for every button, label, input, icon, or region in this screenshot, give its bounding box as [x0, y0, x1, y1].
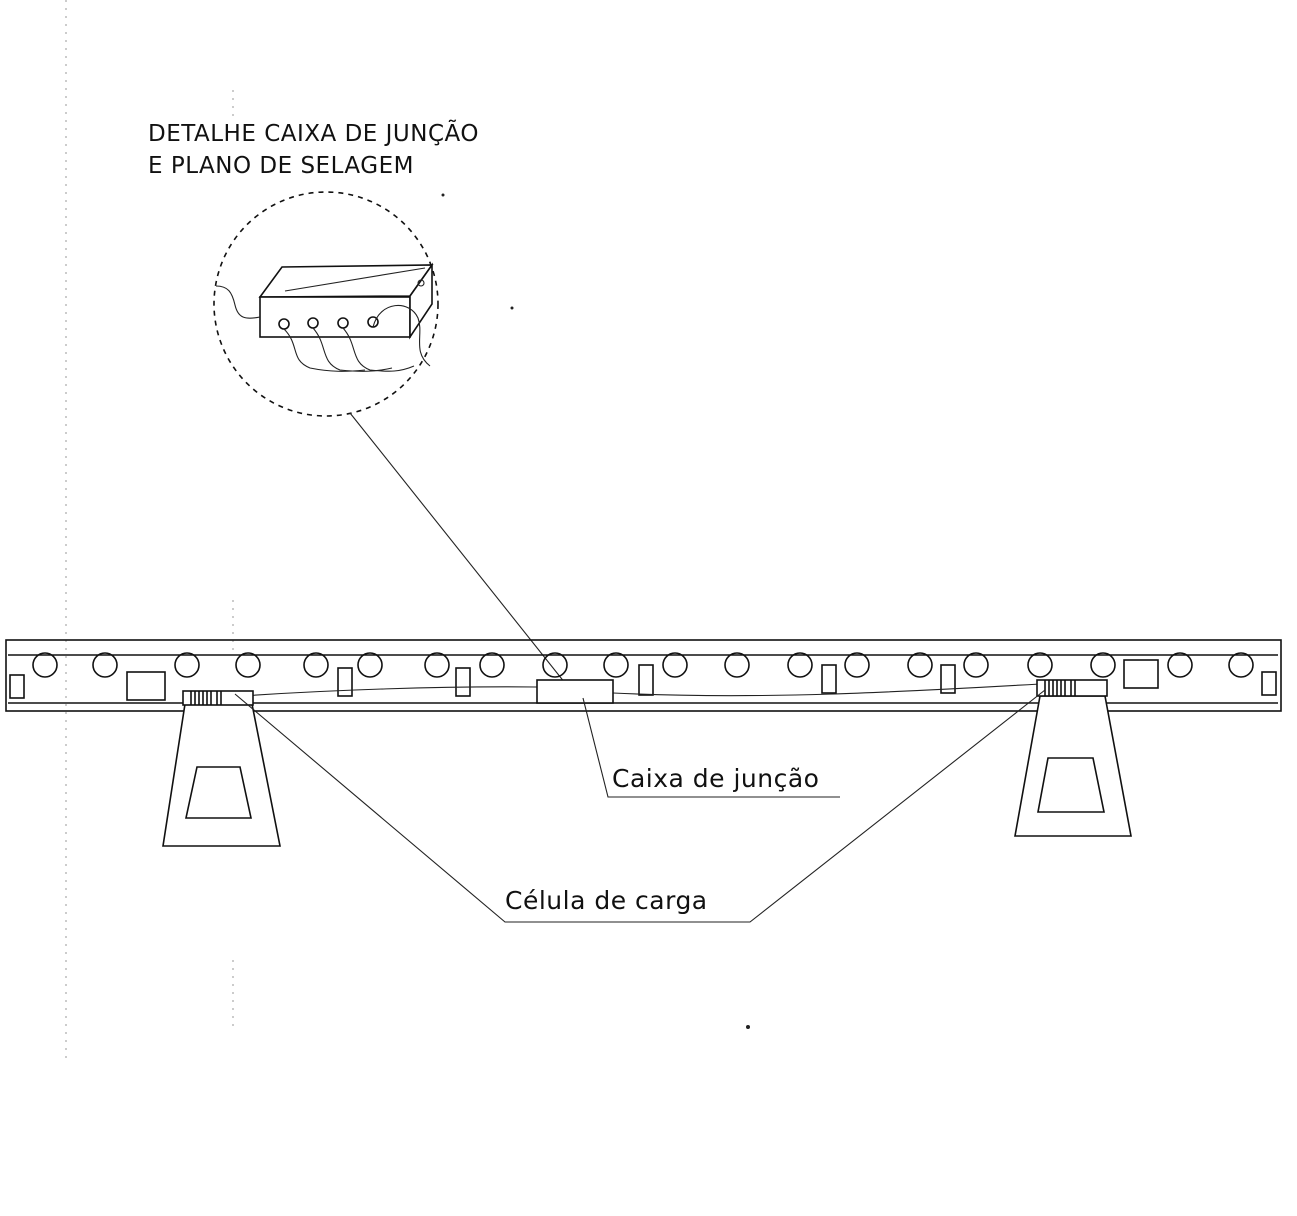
beam-stiffener	[1261, 671, 1277, 696]
beam-hole	[357, 652, 383, 678]
load-cell-callout: Célula de carga	[234, 689, 1046, 923]
detail-title-line-1: DETALHE CAIXA DE JUNÇÃO	[148, 119, 479, 147]
beam-hole	[662, 652, 688, 678]
load-cell-cable-4	[372, 304, 431, 367]
scan-margin-lines	[65, 0, 234, 1060]
beam-hole	[1228, 652, 1254, 678]
beam-hole	[1167, 652, 1193, 678]
box-screw	[417, 279, 425, 287]
beam-hole	[907, 652, 933, 678]
load-cell-cable-3	[342, 327, 415, 372]
beam-hole	[32, 652, 58, 678]
beam-stiffener	[1123, 659, 1159, 689]
left-pedestal-window	[185, 766, 252, 819]
left-pedestal	[162, 703, 281, 847]
load-cell-leader	[234, 689, 1046, 923]
junction-box-on-beam	[536, 679, 614, 704]
cable-run-right	[612, 683, 1041, 697]
beam-outline	[5, 639, 1282, 712]
beam-hole	[542, 652, 568, 678]
scan-speck	[746, 1025, 750, 1029]
scan-speck	[441, 193, 445, 197]
beam-hole	[92, 652, 118, 678]
beam-holes	[32, 652, 1254, 678]
junction-box-label: Caixa de junção	[612, 764, 819, 793]
beam-hole	[724, 652, 750, 678]
junction-box-leader	[582, 697, 840, 798]
beam-stiffeners	[9, 659, 1277, 701]
beam-stiffener	[940, 664, 956, 694]
box-front-face	[259, 296, 411, 338]
load-cell-label: Célula de carga	[505, 886, 708, 915]
beam-stiffener	[638, 664, 654, 696]
beam-stiffener	[821, 664, 837, 694]
detail-leader-line	[349, 412, 574, 694]
beam-hole	[603, 652, 629, 678]
detail-title-line-2: E PLANO DE SELAGEM	[148, 153, 414, 179]
junction-box-detail	[215, 262, 434, 372]
right-load-cell	[1036, 679, 1108, 697]
left-load-cell-ribs	[190, 691, 222, 705]
cable-run-left	[241, 686, 538, 697]
left-load-cell	[182, 690, 254, 706]
beam-hole	[303, 652, 329, 678]
right-support	[1014, 679, 1132, 837]
signal-cable	[215, 285, 261, 319]
box-lid-line	[284, 267, 426, 292]
box-side-face	[409, 262, 433, 340]
detail-circle	[213, 191, 439, 417]
junction-box-callout: Caixa de junção	[582, 697, 840, 798]
beam-hole	[787, 652, 813, 678]
right-pedestal-window	[1037, 757, 1105, 813]
beam-hole	[1090, 652, 1116, 678]
beam-hole	[235, 652, 261, 678]
beam-hole	[844, 652, 870, 678]
beam-hole	[963, 652, 989, 678]
beam-stiffener	[337, 667, 353, 697]
scan-speck	[510, 306, 514, 310]
beam-hole	[1027, 652, 1053, 678]
left-support	[162, 690, 281, 847]
right-load-cell-ribs	[1044, 680, 1076, 696]
beam-hole	[424, 652, 450, 678]
beam-stiffener	[9, 674, 25, 699]
beam-stiffener	[126, 671, 166, 701]
beam-stiffener	[455, 667, 471, 697]
right-pedestal	[1014, 695, 1132, 837]
beam-hole	[479, 652, 505, 678]
beam-hole	[174, 652, 200, 678]
